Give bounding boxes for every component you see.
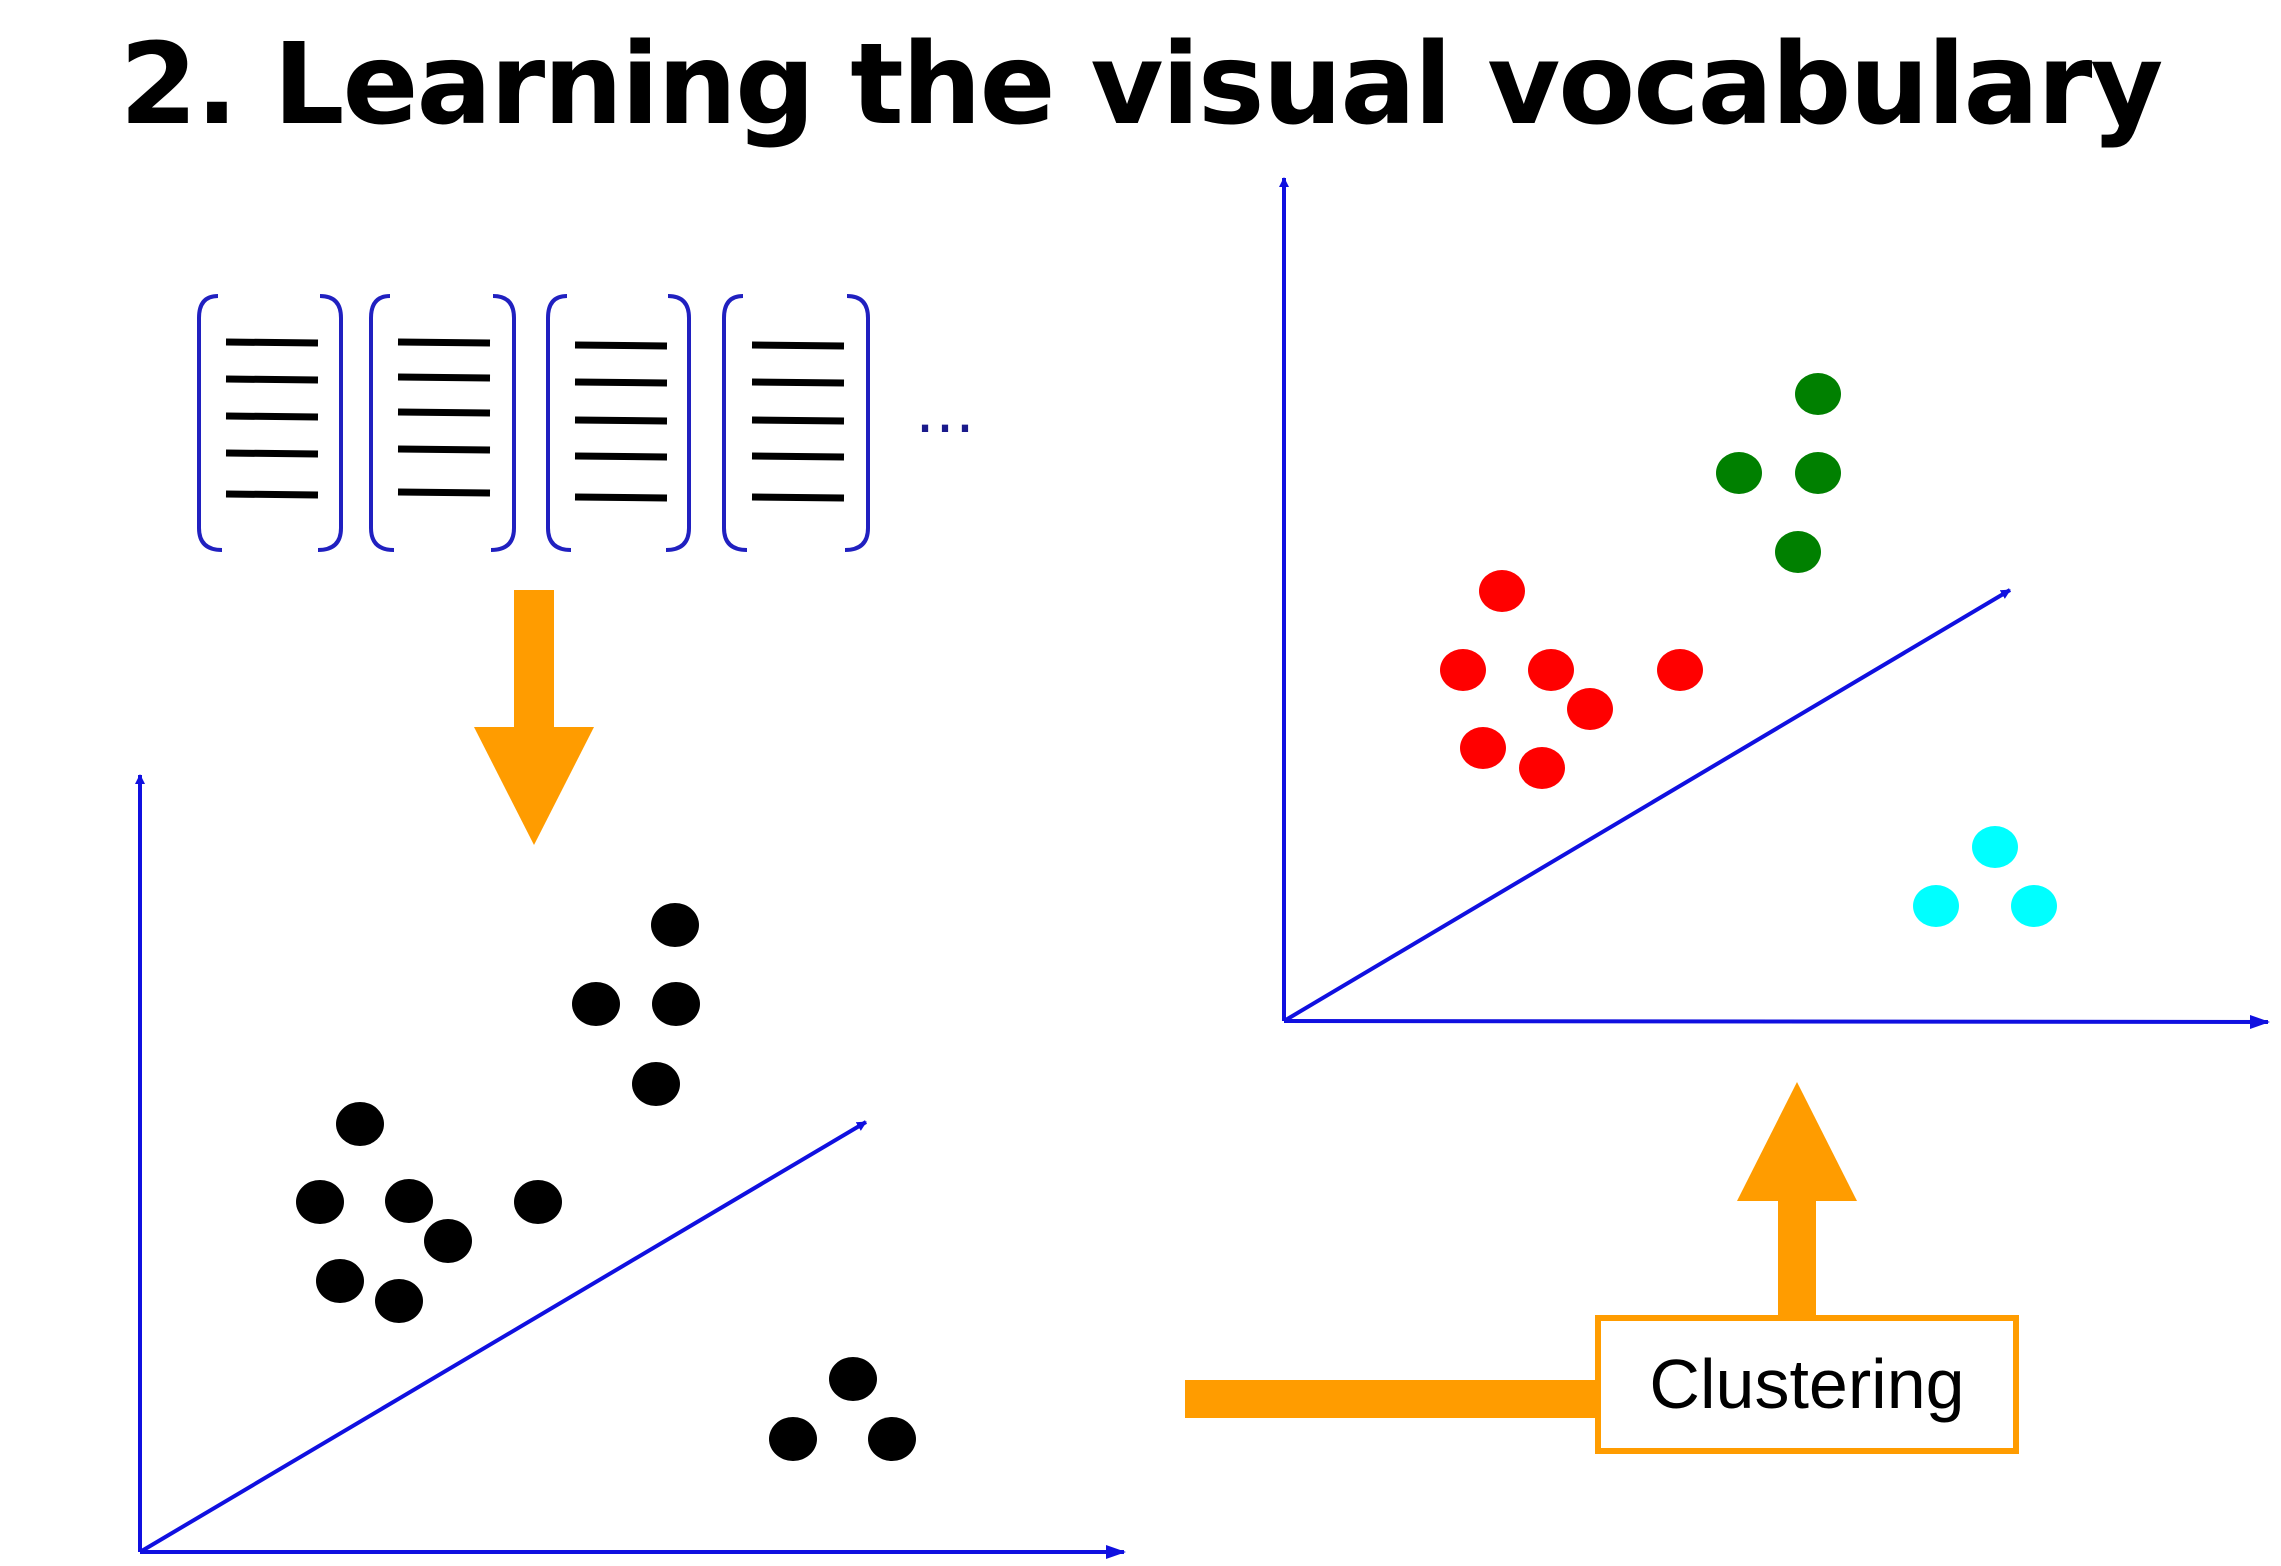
cluster-point	[1775, 531, 1821, 573]
feature-space-plot	[135, 774, 1126, 1559]
cluster-point	[1716, 452, 1762, 494]
feature-point	[651, 903, 699, 947]
cluster-cyan	[1913, 826, 2057, 927]
descriptor-vector-3	[546, 294, 691, 552]
cluster-point	[1460, 727, 1506, 769]
feature-point	[336, 1102, 384, 1146]
feature-point	[424, 1219, 472, 1263]
cluster-point	[1479, 570, 1525, 612]
cluster-red	[1440, 570, 1703, 789]
feature-point	[375, 1279, 423, 1323]
up-arrow-icon	[1737, 1082, 1857, 1201]
feature-point	[296, 1180, 344, 1224]
cluster-point	[1913, 885, 1959, 927]
feature-point	[385, 1179, 433, 1223]
descriptor-vectors: …	[197, 294, 975, 552]
cluster-point	[1657, 649, 1703, 691]
clustered-space-plot	[1279, 177, 2270, 1029]
cluster-point	[2011, 885, 2057, 927]
cluster-point	[1519, 747, 1565, 789]
clustering-label: Clustering	[1649, 1345, 1964, 1423]
feature-point	[572, 982, 620, 1026]
feature-point	[652, 982, 700, 1026]
clustering-box	[1595, 1315, 2019, 1454]
feature-point	[868, 1417, 916, 1461]
down-arrow-icon	[474, 590, 594, 845]
clustered-space-axes	[1279, 177, 2270, 1029]
descriptor-vector-1	[197, 294, 343, 552]
feature-points	[296, 903, 916, 1461]
descriptor-vector-2	[369, 294, 516, 552]
cluster-green	[1716, 373, 1841, 573]
feature-point	[829, 1357, 877, 1401]
feature-point	[769, 1417, 817, 1461]
cluster-point	[1528, 649, 1574, 691]
cluster-point	[1567, 688, 1613, 730]
slide-title: 2. Learning the visual vocabulary	[119, 20, 2164, 150]
feature-point	[514, 1180, 562, 1224]
feature-space-axes	[135, 774, 1126, 1559]
cluster-point	[1795, 452, 1841, 494]
cluster-point	[1440, 649, 1486, 691]
cluster-point	[1795, 373, 1841, 415]
descriptor-vector-4	[722, 294, 870, 552]
clustering-connector: Clustering	[1185, 1082, 2019, 1454]
cluster-point	[1972, 826, 2018, 868]
feature-point	[632, 1062, 680, 1106]
ellipsis: …	[915, 377, 975, 447]
feature-point	[316, 1259, 364, 1303]
